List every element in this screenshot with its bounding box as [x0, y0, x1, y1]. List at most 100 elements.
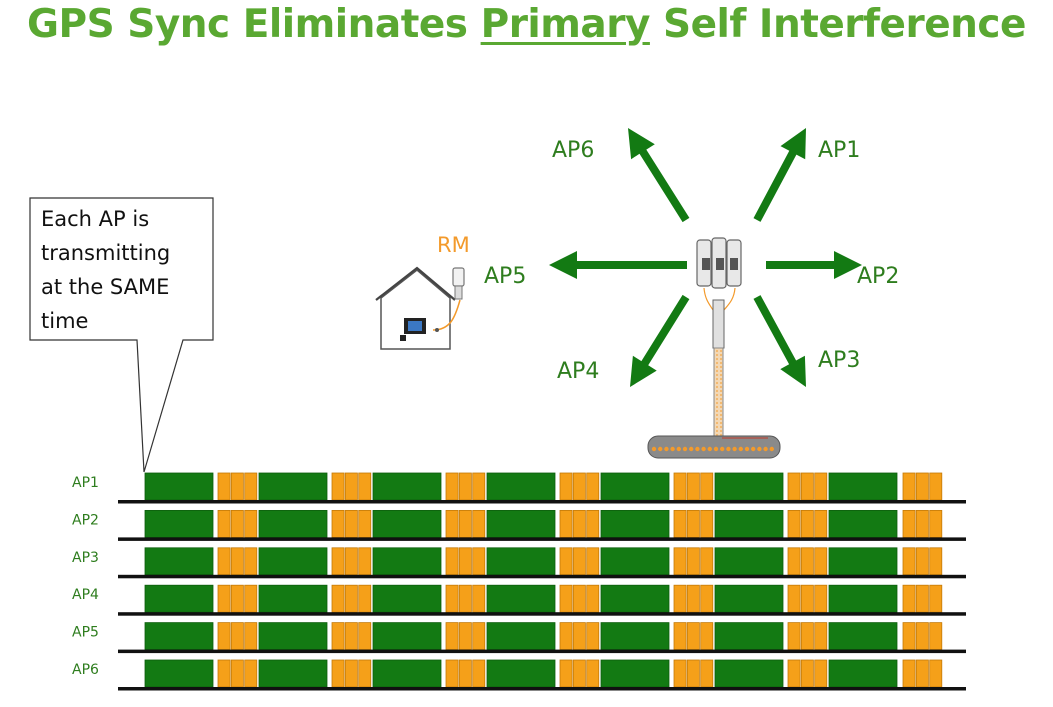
uplink-slot: [344, 509, 358, 538]
uplink-slot: [686, 547, 700, 576]
uplink-slot: [358, 622, 372, 650]
downlink-slot: [714, 659, 784, 688]
uplink-slot: [445, 509, 459, 538]
uplink-slot: [800, 584, 814, 613]
rm-label: RM: [437, 233, 470, 257]
uplink-slot: [800, 622, 814, 650]
downlink-slot: [258, 584, 328, 613]
base-led: [707, 446, 712, 452]
page-title: GPS Sync Eliminates Primary Self Interfe…: [27, 2, 1026, 47]
uplink-slot: [915, 472, 929, 501]
title-underlined-word: Primary: [480, 2, 651, 47]
row-baseline: [118, 649, 966, 654]
downlink-slot: [828, 509, 898, 538]
uplink-slot: [230, 472, 244, 501]
timeline-row-ap1: AP1: [72, 472, 966, 504]
row-label: AP6: [72, 662, 99, 678]
downlink-slot: [486, 547, 556, 576]
uplink-slot: [814, 472, 828, 501]
uplink-slot: [929, 547, 943, 576]
base-led: [751, 446, 756, 452]
downlink-slot: [372, 584, 442, 613]
timeline-row-ap6: AP6: [72, 659, 966, 691]
downlink-slot: [714, 622, 784, 650]
uplink-slot: [331, 622, 345, 650]
uplink-slot: [673, 659, 687, 688]
callout-line-2: transmitting: [41, 241, 170, 265]
base-led: [757, 446, 762, 452]
uplink-slot: [902, 472, 916, 501]
uplink-slot: [929, 509, 943, 538]
downlink-slot: [486, 659, 556, 688]
uplink-slot: [559, 584, 573, 613]
uplink-slot: [673, 584, 687, 613]
downlink-slot: [258, 547, 328, 576]
uplink-slot: [902, 547, 916, 576]
base-led: [726, 446, 731, 452]
row-label: AP3: [72, 550, 99, 566]
uplink-slot: [572, 584, 586, 613]
uplink-slot: [572, 622, 586, 650]
uplink-slot: [244, 547, 258, 576]
uplink-slot: [572, 509, 586, 538]
uplink-slot: [559, 509, 573, 538]
uplink-slot: [814, 509, 828, 538]
uplink-slot: [244, 584, 258, 613]
uplink-slot: [929, 659, 943, 688]
base-led: [651, 446, 657, 452]
base-led: [676, 446, 681, 452]
arrow-ap1: [753, 128, 806, 222]
downlink-slot: [144, 509, 214, 538]
downlink-slot: [828, 584, 898, 613]
row-label: AP5: [72, 625, 99, 641]
downlink-slot: [486, 509, 556, 538]
uplink-slot: [344, 472, 358, 501]
timeline-row-ap4: AP4: [72, 584, 966, 616]
downlink-slot: [486, 584, 556, 613]
uplink-slot: [458, 659, 472, 688]
downlink-slot: [600, 509, 670, 538]
uplink-slot: [686, 622, 700, 650]
uplink-slot: [673, 622, 687, 650]
row-baseline: [118, 537, 966, 541]
downlink-slot: [714, 472, 784, 501]
uplink-slot: [331, 584, 345, 613]
uplink-slot: [929, 472, 943, 501]
base-led: [769, 446, 774, 452]
uplink-slot: [559, 659, 573, 688]
uplink-slot: [915, 584, 929, 613]
uplink-slot: [358, 509, 372, 538]
uplink-slot: [244, 659, 258, 688]
downlink-slot: [600, 622, 670, 650]
uplink-slot: [800, 472, 814, 501]
uplink-slot: [586, 622, 600, 650]
callout-line-4: time: [41, 309, 88, 333]
uplink-slot: [472, 659, 486, 688]
base-led: [695, 446, 700, 452]
downlink-slot: [828, 659, 898, 688]
uplink-slot: [572, 472, 586, 501]
base-led: [701, 446, 706, 452]
downlink-slot: [144, 472, 214, 501]
uplink-slot: [800, 547, 814, 576]
uplink-slot: [344, 584, 358, 613]
downlink-slot: [714, 547, 784, 576]
downlink-slot: [258, 472, 328, 501]
uplink-slot: [358, 472, 372, 501]
uplink-slot: [814, 622, 828, 650]
uplink-slot: [458, 622, 472, 650]
uplink-slot: [586, 472, 600, 501]
downlink-slot: [372, 622, 442, 650]
uplink-slot: [700, 622, 714, 650]
uplink-slot: [586, 584, 600, 613]
base-led: [738, 446, 743, 452]
row-label: AP1: [72, 475, 99, 491]
downlink-slot: [144, 622, 214, 650]
uplink-slot: [686, 509, 700, 538]
tower-icon: [647, 237, 781, 459]
downlink-slot: [144, 547, 214, 576]
uplink-slot: [902, 622, 916, 650]
uplink-slot: [787, 584, 801, 613]
